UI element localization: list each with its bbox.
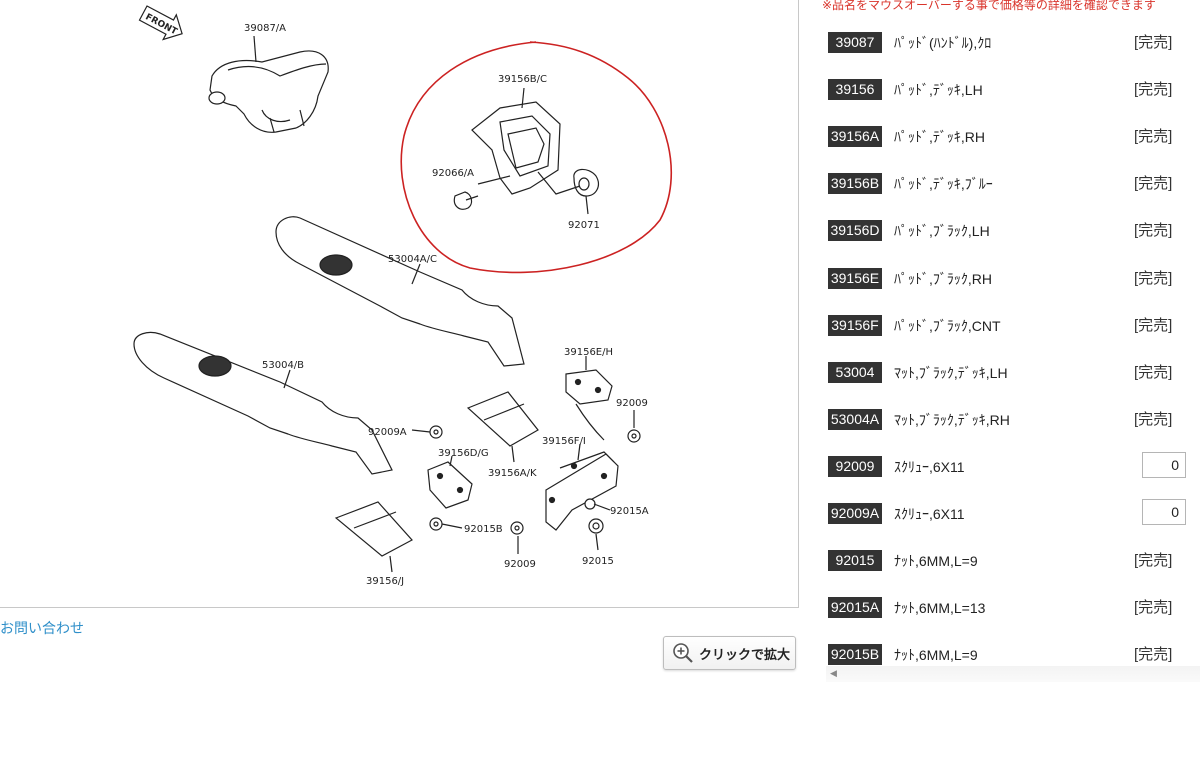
part-number-badge[interactable]: 92009A xyxy=(828,503,882,524)
part-number-badge[interactable]: 53004 xyxy=(828,361,882,383)
part-number-badge[interactable]: 92009 xyxy=(828,455,882,477)
part-number-badge[interactable]: 39156B xyxy=(828,173,882,195)
label-92015A: 92015A xyxy=(610,506,649,517)
part-number-badge[interactable]: 39087 xyxy=(828,32,882,53)
label-39156EH: 39156E/H xyxy=(564,347,613,358)
status-sold-out: [完売] xyxy=(1134,222,1173,240)
scroll-left-icon[interactable]: ◀ xyxy=(830,669,837,679)
status-sold-out: [完売] xyxy=(1134,269,1173,287)
part-name[interactable]: ﾏｯﾄ,ﾌﾞﾗｯｸ,ﾃﾞｯｷ,LH xyxy=(894,364,1008,381)
part-row: 39087 ﾊﾟｯﾄﾞ(ﾊﾝﾄﾞﾙ),ｸﾛ [完売] xyxy=(828,18,1200,65)
part-row: 92015 ﾅｯﾄ,6MM,L=9 [完売] xyxy=(828,536,1200,583)
part-number-badge[interactable]: 92015A xyxy=(828,597,882,619)
parts-list[interactable]: 39087 ﾊﾟｯﾄﾞ(ﾊﾝﾄﾞﾙ),ｸﾛ [完売] 39156 ﾊﾟｯﾄﾞ,ﾃﾞｯｷ,… xyxy=(828,18,1200,668)
label-39156J: 39156/J xyxy=(366,576,404,587)
label-92071: 92071 xyxy=(568,220,600,231)
label-92015B: 92015B xyxy=(464,524,503,535)
part-number-badge[interactable]: 53004A xyxy=(828,408,882,430)
label-39156AK: 39156A/K xyxy=(488,468,537,479)
part-number-badge[interactable]: 39156A xyxy=(828,126,882,148)
part-name[interactable]: ﾅｯﾄ,6MM,L=9 xyxy=(894,553,978,570)
part-name[interactable]: ﾊﾟｯﾄﾞ,ﾌﾞﾗｯｸ,RH xyxy=(894,270,992,287)
part-number-badge[interactable]: 39156 xyxy=(828,79,882,101)
part-number-badge[interactable]: 39156E xyxy=(828,267,882,289)
highlight-circle xyxy=(400,41,672,274)
status-sold-out: [完売] xyxy=(1134,646,1173,664)
part-name[interactable]: ﾏｯﾄ,ﾌﾞﾗｯｸ,ﾃﾞｯｷ,RH xyxy=(894,411,1010,428)
contact-link[interactable]: お問い合わせ xyxy=(0,621,84,637)
label-92066A: 92066/A xyxy=(432,168,474,179)
quantity-input[interactable] xyxy=(1142,451,1186,478)
label-92009A: 92009A xyxy=(368,427,407,438)
part-row: 92009A ｽｸﾘｭｰ,6X11 xyxy=(828,489,1200,536)
label-92009-bottom: 92009 xyxy=(504,559,536,570)
handle-pad-39087 xyxy=(208,35,329,133)
label-92015: 92015 xyxy=(582,556,614,567)
part-row: 39156 ﾊﾟｯﾄﾞ,ﾃﾞｯｷ,LH [完売] xyxy=(828,65,1200,112)
parts-diagram[interactable]: FRONT xyxy=(0,0,799,608)
quantity-input[interactable] xyxy=(1142,499,1186,525)
fasteners xyxy=(411,410,641,554)
bracket-39156D xyxy=(427,455,473,509)
zoom-in-icon xyxy=(673,643,693,663)
mat-53004A xyxy=(275,216,525,367)
mat-53004 xyxy=(133,331,393,475)
pad-39156A xyxy=(466,391,539,463)
label-53004AC: 53004A/C xyxy=(388,254,437,265)
zoom-button[interactable]: クリックで拡大 xyxy=(663,636,796,670)
part-name[interactable]: ﾅｯﾄ,6MM,L=9 xyxy=(894,647,978,664)
part-name[interactable]: ｽｸﾘｭｰ,6X11 xyxy=(894,458,965,475)
label-39156BC: 39156B/C xyxy=(498,74,547,85)
part-row: 92009 ｽｸﾘｭｰ,6X11 xyxy=(828,442,1200,489)
part-name[interactable]: ﾊﾟｯﾄﾞ(ﾊﾝﾄﾞﾙ),ｸﾛ xyxy=(894,35,992,51)
label-39087A: 39087/A xyxy=(244,23,286,34)
status-sold-out: [完売] xyxy=(1134,410,1173,428)
part-row: 92015B ﾅｯﾄ,6MM,L=9 [完売] xyxy=(828,630,1200,668)
part-name[interactable]: ﾊﾟｯﾄﾞ,ﾃﾞｯｷ,RH xyxy=(894,129,985,146)
status-sold-out: [完売] xyxy=(1134,128,1173,146)
part-name[interactable]: ﾊﾟｯﾄﾞ,ﾃﾞｯｷ,ﾌﾞﾙｰ xyxy=(894,176,993,193)
part-number-badge[interactable]: 92015B xyxy=(828,644,882,666)
part-name[interactable]: ﾊﾟｯﾄﾞ,ﾌﾞﾗｯｸ,CNT xyxy=(894,317,1001,334)
part-row: 53004A ﾏｯﾄ,ﾌﾞﾗｯｸ,ﾃﾞｯｷ,RH [完売] xyxy=(828,395,1200,442)
label-39156FI: 39156F/I xyxy=(542,436,586,447)
status-sold-out: [完売] xyxy=(1134,81,1173,99)
part-row: 53004 ﾏｯﾄ,ﾌﾞﾗｯｸ,ﾃﾞｯｷ,LH [完売] xyxy=(828,348,1200,395)
part-row: 39156A ﾊﾟｯﾄﾞ,ﾃﾞｯｷ,RH [完売] xyxy=(828,112,1200,159)
part-name[interactable]: ﾊﾟｯﾄﾞ,ﾃﾞｯｷ,LH xyxy=(894,82,983,99)
label-39156DG: 39156D/G xyxy=(438,448,489,459)
bracket-39156F xyxy=(545,443,619,531)
zoom-button-label: クリックで拡大 xyxy=(699,647,791,663)
status-sold-out: [完売] xyxy=(1134,552,1173,570)
part-row: 39156F ﾊﾟｯﾄﾞ,ﾌﾞﾗｯｸ,CNT [完売] xyxy=(828,301,1200,348)
pad-39156J xyxy=(334,501,413,573)
part-row: 39156B ﾊﾟｯﾄﾞ,ﾃﾞｯｷ,ﾌﾞﾙｰ [完売] xyxy=(828,159,1200,206)
mouseover-notice: ※品名をマウスオーバーする事で価格等の詳細を確認できます xyxy=(822,0,1156,12)
status-sold-out: [完売] xyxy=(1134,34,1173,51)
part-number-badge[interactable]: 39156F xyxy=(828,314,882,336)
part-row: 39156E ﾊﾟｯﾄﾞ,ﾌﾞﾗｯｸ,RH [完売] xyxy=(828,254,1200,301)
front-arrow: FRONT xyxy=(138,5,183,41)
label-53004B: 53004/B xyxy=(262,360,304,371)
exploded-view-drawing: FRONT xyxy=(133,5,672,587)
part-name[interactable]: ﾊﾟｯﾄﾞ,ﾌﾞﾗｯｸ,LH xyxy=(894,223,990,240)
part-number-badge[interactable]: 39156D xyxy=(828,220,882,242)
part-number-badge[interactable]: 92015 xyxy=(828,550,882,572)
part-row: 92015A ﾅｯﾄ,6MM,L=13 [完売] xyxy=(828,583,1200,630)
pad-assembly-39156B xyxy=(453,87,599,215)
status-sold-out: [完売] xyxy=(1134,363,1173,381)
label-92009-top: 92009 xyxy=(616,398,648,409)
part-name[interactable]: ﾅｯﾄ,6MM,L=13 xyxy=(894,600,986,617)
part-row: 39156D ﾊﾟｯﾄﾞ,ﾌﾞﾗｯｸ,LH [完売] xyxy=(828,206,1200,253)
horizontal-scrollbar[interactable]: ◀ xyxy=(826,666,1200,682)
status-sold-out: [完売] xyxy=(1134,599,1173,617)
status-sold-out: [完売] xyxy=(1134,316,1173,334)
part-name[interactable]: ｽｸﾘｭｰ,6X11 xyxy=(894,506,965,522)
status-sold-out: [完売] xyxy=(1134,175,1173,193)
bracket-39156E xyxy=(565,356,613,441)
